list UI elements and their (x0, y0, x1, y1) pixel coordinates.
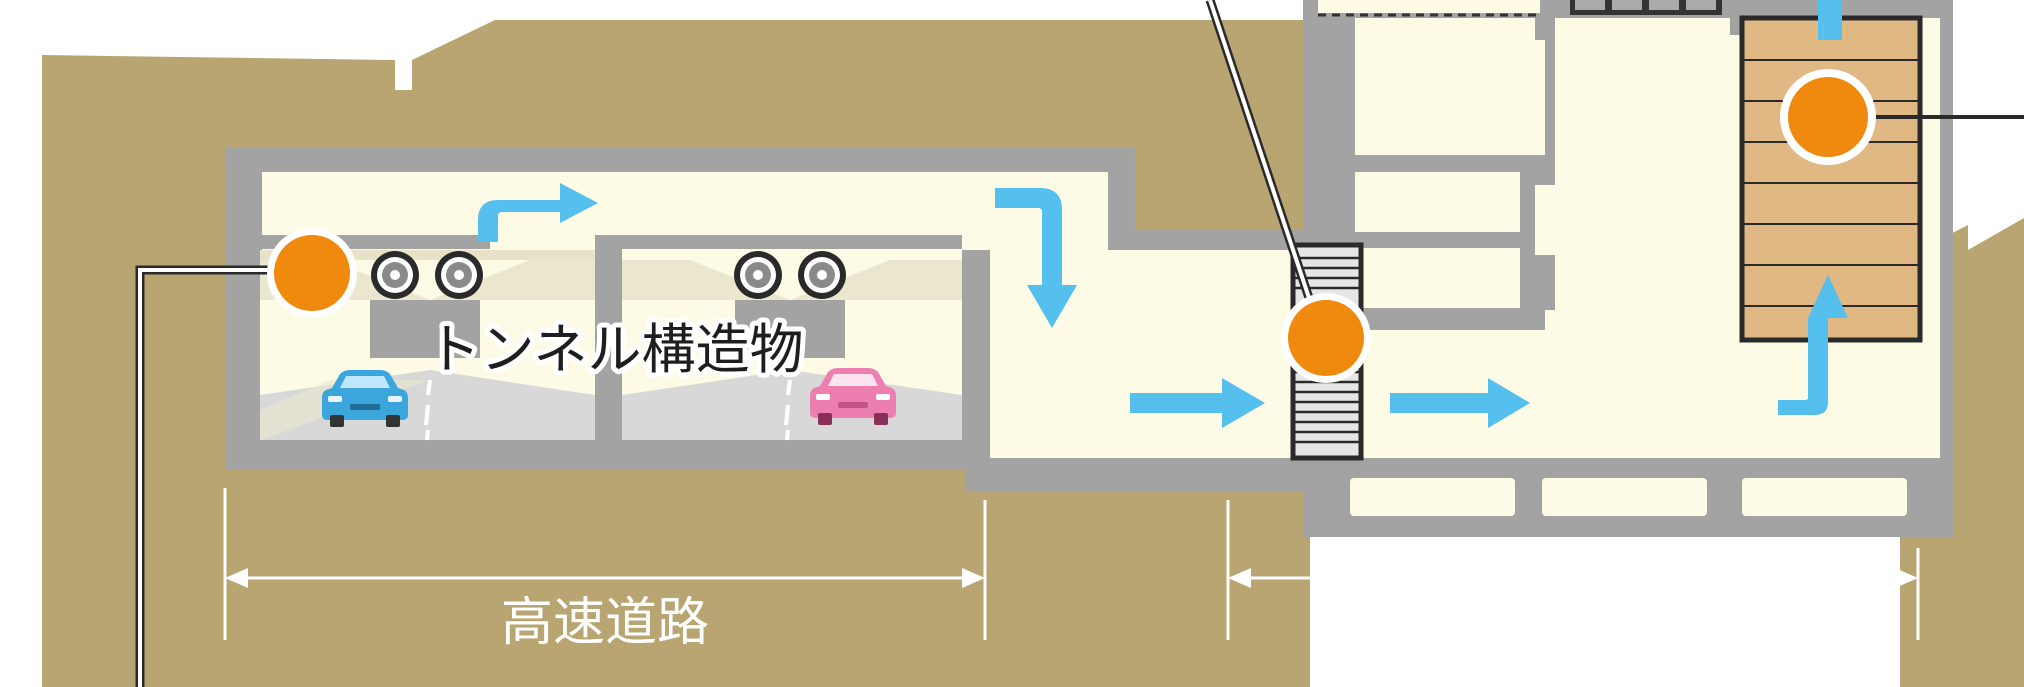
airflow-arrow-icon (478, 0, 1848, 428)
marker-dot-icon (1281, 293, 1371, 383)
jet-fan-icon (371, 251, 483, 299)
blue-car-icon (322, 370, 408, 427)
ventilation-label: 換気所 (1495, 593, 1651, 653)
jet-fan-icon (734, 251, 846, 299)
marker-dot-icon (1780, 69, 1876, 165)
dimension-arrow-icon (223, 488, 1920, 640)
leader-lines (135, 0, 2024, 687)
fan-hanger-left (370, 300, 480, 358)
highway-label: 高速道路 (501, 593, 709, 653)
road-divider-wall (595, 235, 622, 445)
fan-hanger-right (735, 300, 845, 358)
duct-opening (490, 232, 600, 250)
lane-markings (424, 379, 792, 441)
pink-car-icon (810, 368, 896, 425)
roof-room (1318, 0, 1540, 13)
marker-dot-icon (267, 228, 357, 318)
structure-label: トンネル構造物 (427, 318, 804, 381)
top-grille (1570, 0, 1722, 15)
